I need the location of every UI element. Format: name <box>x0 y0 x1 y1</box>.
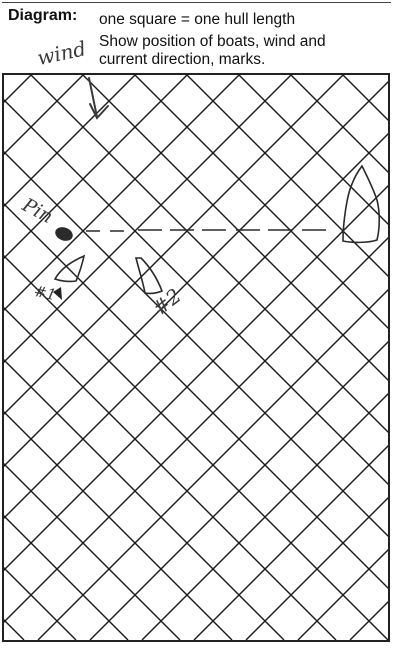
grid-line <box>4 75 336 640</box>
scale-instruction: one square = one hull length <box>99 11 295 29</box>
grid-line <box>194 75 388 640</box>
grid-line <box>4 75 343 640</box>
grid-line <box>83 75 388 640</box>
grid-line <box>4 75 284 640</box>
instruction-line-2: current direction, marks. <box>99 51 265 69</box>
grid-line <box>298 75 388 640</box>
grid-line <box>246 75 388 640</box>
grid-line <box>4 75 24 640</box>
grid-line <box>4 75 239 640</box>
diamond-grid <box>4 75 388 640</box>
diagram-label: Diagram: <box>8 7 77 25</box>
grid-line <box>4 75 128 640</box>
grid-line <box>90 75 388 640</box>
grid-line <box>38 75 388 640</box>
grid-line <box>4 75 232 640</box>
diagram-grid-frame <box>2 73 390 642</box>
grid-line <box>142 75 388 640</box>
instruction-line-1: Show position of boats, wind and <box>99 33 326 51</box>
grid-line <box>4 75 76 640</box>
